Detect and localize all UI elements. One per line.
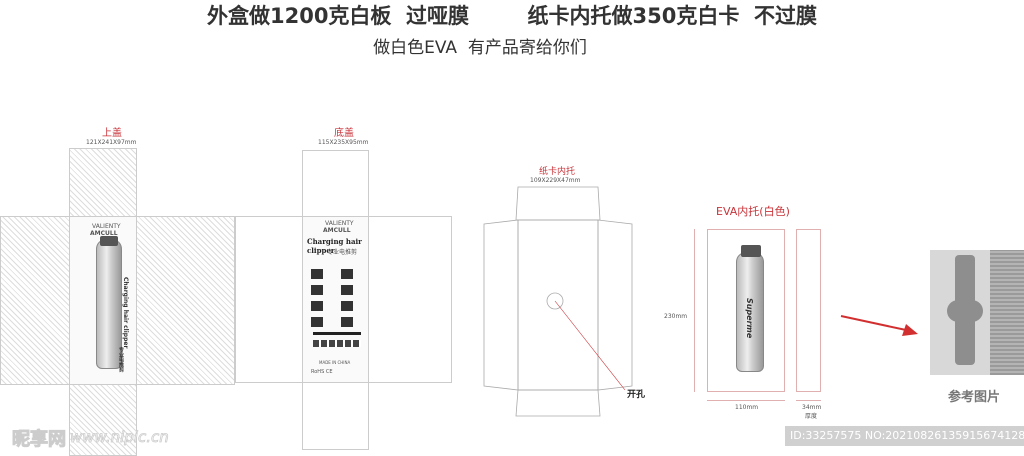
foam-cavity-wide <box>947 300 983 322</box>
bottom-lid-back-face: VALIENTY AMCULL Charging hair clipper 专业… <box>302 216 369 383</box>
hole-leader-line <box>554 300 626 391</box>
left-flap <box>483 219 519 391</box>
spec-line-1: 外盒做1200克白板 过哑膜 纸卡内托做350克白卡 不过膜 <box>206 4 817 28</box>
bottom-lid-dims: 115X235X95mm <box>318 139 369 146</box>
arrow-icon <box>840 315 918 336</box>
feature-icon <box>341 301 353 311</box>
watermark-url: www.nipic.cn <box>70 428 170 447</box>
feature-icon <box>311 269 323 279</box>
paper-tray-dieline <box>483 186 633 417</box>
feature-icon <box>341 285 353 295</box>
eva-thickness-label: 厚度 <box>805 413 818 420</box>
clipper-text: Superme <box>745 298 754 339</box>
eva-width: 110mm <box>735 404 759 411</box>
eva-thickness: 34mm <box>802 404 822 411</box>
watermark-logo: 昵享网 <box>12 429 67 451</box>
guard-combs <box>313 340 361 347</box>
right-flap <box>597 219 633 391</box>
divider <box>313 332 361 335</box>
feature-icon <box>311 317 323 327</box>
top-lid-label: 上盖 <box>102 128 122 139</box>
top-lid-product-cn: 专业电推剪 <box>118 347 124 372</box>
height-dimension-line <box>694 229 695 392</box>
bottom-lid-subtitle: 专业电推剪 <box>327 249 358 256</box>
hole-circle <box>546 292 564 310</box>
width-dimension-line <box>707 400 785 401</box>
bottom-lid-label: 底盖 <box>334 128 354 139</box>
bottom-lid-brand: AMCULL <box>323 227 351 234</box>
top-lid-brand: AMCULL <box>90 230 118 237</box>
top-flap <box>515 186 601 221</box>
clipper-image: Superme <box>736 245 764 372</box>
feature-icon <box>311 301 323 311</box>
feature-icon <box>311 285 323 295</box>
paper-tray-dims: 109X229X47mm <box>530 177 581 184</box>
thickness-dimension-line <box>796 400 821 401</box>
reference-label: 参考图片 <box>948 390 1001 405</box>
feature-icon <box>341 269 353 279</box>
bottom-lid-footer: MADE IN CHINA <box>319 360 351 365</box>
top-lid-dims: 121X241X97mm <box>86 139 137 146</box>
reference-photo <box>930 250 1024 375</box>
eva-side-view <box>796 229 821 392</box>
hole-label: 开孔 <box>627 390 646 400</box>
clipper-blade <box>741 245 761 257</box>
bottom-flap <box>515 389 601 417</box>
bottom-lid-brand-small: VALIENTY <box>325 220 354 227</box>
clipper-image <box>96 236 122 369</box>
eva-tray-label: EVA内托(白色) <box>716 205 790 218</box>
clipper-blade <box>100 236 118 246</box>
eva-front-view: Superme <box>707 229 785 392</box>
spec-line-2: 做白色EVA 有产品寄给你们 <box>373 38 587 58</box>
watermark-id: ID:33257575 NO:20210826135915674128 <box>785 426 1024 446</box>
bottom-lid-title: Charging hair clipper <box>307 237 362 255</box>
paper-tray-label: 纸卡内托 <box>539 167 576 177</box>
feature-icon <box>341 317 353 327</box>
top-lid-product-text: Charging hair clipper <box>122 277 129 349</box>
top-lid-front-face: VALIENTY AMCULL Charging hair clipper 专业… <box>69 216 137 385</box>
top-lid-brand-small: VALIENTY <box>92 223 121 230</box>
eva-height: 230mm <box>664 313 688 320</box>
bottom-lid-certs: RoHS CE <box>311 369 333 375</box>
